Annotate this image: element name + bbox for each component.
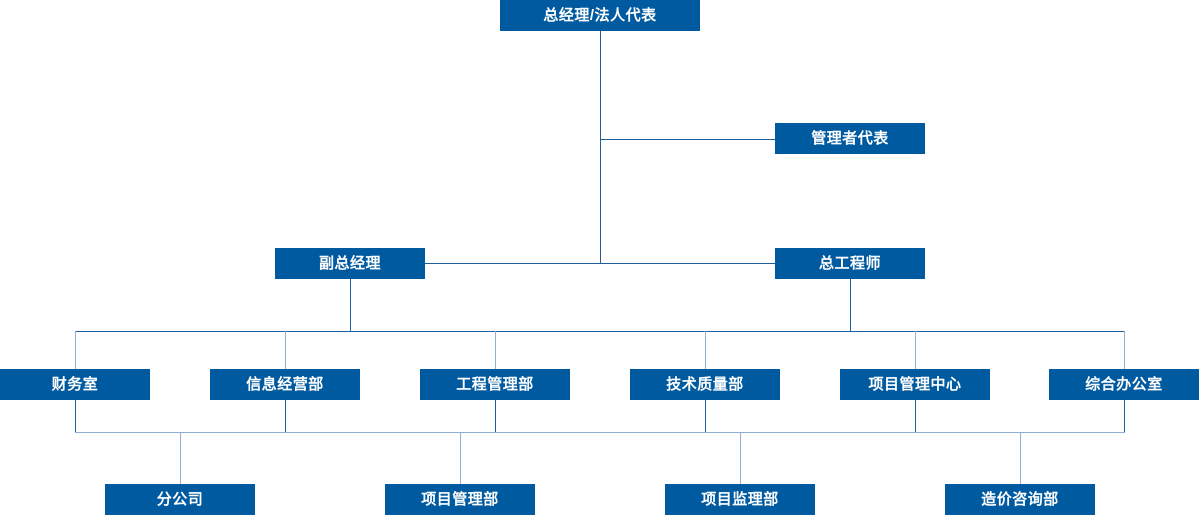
node-department-general-office-label: 综合办公室 xyxy=(1085,376,1163,393)
node-department-project-management-center-label: 项目管理中心 xyxy=(868,376,962,393)
connector-subunit-bus xyxy=(75,432,1125,433)
connector-gm-spine xyxy=(600,31,601,264)
node-chief-engineer[interactable]: 总工程师 xyxy=(775,248,925,279)
connector-dept-1-down xyxy=(75,400,76,432)
node-management-representative[interactable]: 管理者代表 xyxy=(775,123,925,154)
node-department-information-operations[interactable]: 信息经营部 xyxy=(210,369,360,400)
connector-department-bus xyxy=(75,331,1125,332)
connector-bus-to-subunit-3 xyxy=(740,432,741,484)
node-department-technical-quality-label: 技术质量部 xyxy=(666,376,744,393)
node-subunit-project-management-dept-label: 项目管理部 xyxy=(421,491,499,508)
connector-bus-to-dept-2 xyxy=(285,331,286,369)
node-department-general-office[interactable]: 综合办公室 xyxy=(1049,369,1199,400)
node-chief-engineer-label: 总工程师 xyxy=(818,255,881,272)
connector-dept-4-down xyxy=(705,400,706,432)
node-subunit-cost-consulting-dept[interactable]: 造价咨询部 xyxy=(945,484,1095,515)
node-subunit-project-supervision-dept-label: 项目监理部 xyxy=(701,491,779,508)
connector-chief-drop xyxy=(850,279,851,332)
connector-dept-5-down xyxy=(915,400,916,432)
node-general-manager[interactable]: 总经理/法人代表 xyxy=(500,0,700,31)
node-department-engineering-management[interactable]: 工程管理部 xyxy=(420,369,570,400)
connector-dept-3-down xyxy=(495,400,496,432)
node-department-technical-quality[interactable]: 技术质量部 xyxy=(630,369,780,400)
node-general-manager-label: 总经理/法人代表 xyxy=(543,7,657,24)
node-subunit-branch-company[interactable]: 分公司 xyxy=(105,484,255,515)
connector-bus-to-subunit-4 xyxy=(1020,432,1021,484)
connector-bus-to-dept-3 xyxy=(495,331,496,369)
connector-bus-to-dept-6 xyxy=(1124,331,1125,369)
node-department-finance-label: 财务室 xyxy=(51,376,99,393)
node-department-information-operations-label: 信息经营部 xyxy=(246,376,324,393)
node-subunit-cost-consulting-dept-label: 造价咨询部 xyxy=(981,491,1059,508)
connector-bus-to-subunit-2 xyxy=(460,432,461,484)
connector-bus-to-dept-4 xyxy=(705,331,706,369)
node-department-project-management-center[interactable]: 项目管理中心 xyxy=(840,369,990,400)
node-deputy-general-manager-label: 副总经理 xyxy=(318,255,381,272)
node-management-representative-label: 管理者代表 xyxy=(811,130,889,147)
connector-dept-2-down xyxy=(285,400,286,432)
node-deputy-general-manager[interactable]: 副总经理 xyxy=(275,248,425,279)
connector-deputy-chief-bar xyxy=(425,263,775,264)
node-subunit-project-supervision-dept[interactable]: 项目监理部 xyxy=(665,484,815,515)
node-department-engineering-management-label: 工程管理部 xyxy=(456,376,534,393)
connector-bus-to-dept-5 xyxy=(915,331,916,369)
node-subunit-project-management-dept[interactable]: 项目管理部 xyxy=(385,484,535,515)
connector-deputy-drop xyxy=(350,279,351,332)
connector-bus-to-dept-1 xyxy=(75,331,76,369)
node-department-finance[interactable]: 财务室 xyxy=(0,369,150,400)
connector-bus-to-subunit-1 xyxy=(180,432,181,484)
node-subunit-branch-company-label: 分公司 xyxy=(156,491,204,508)
connector-dept-6-down xyxy=(1124,400,1125,432)
connector-gm-to-management-rep xyxy=(600,139,775,140)
